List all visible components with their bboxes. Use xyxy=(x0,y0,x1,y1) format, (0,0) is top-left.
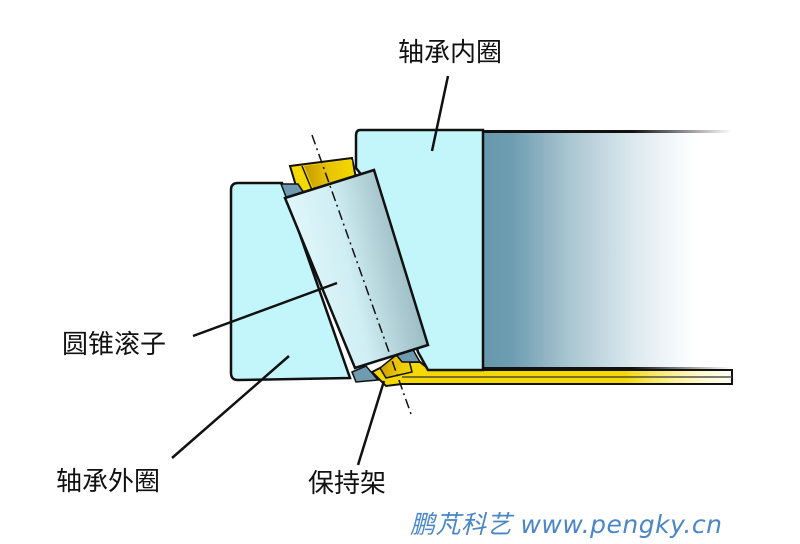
leader-roller xyxy=(192,281,338,338)
leader-outer-ring xyxy=(171,355,290,459)
inner-ring xyxy=(354,128,485,372)
label-tapered-roller: 圆锥滚子 xyxy=(62,330,167,360)
tapered-roller xyxy=(283,168,430,370)
axis-line xyxy=(311,134,412,415)
label-inner-ring: 轴承内圈 xyxy=(398,38,503,68)
shaft xyxy=(482,130,732,370)
leader-cage xyxy=(356,380,386,466)
label-cage: 保持架 xyxy=(308,469,387,499)
leader-inner-ring xyxy=(430,75,450,152)
outer-ring xyxy=(229,181,352,382)
leader-lines xyxy=(171,75,450,466)
cage xyxy=(288,156,733,388)
label-outer-ring: 轴承外圈 xyxy=(56,467,161,497)
watermark: 鹏芃科艺 www.pengky.cn xyxy=(410,510,723,539)
